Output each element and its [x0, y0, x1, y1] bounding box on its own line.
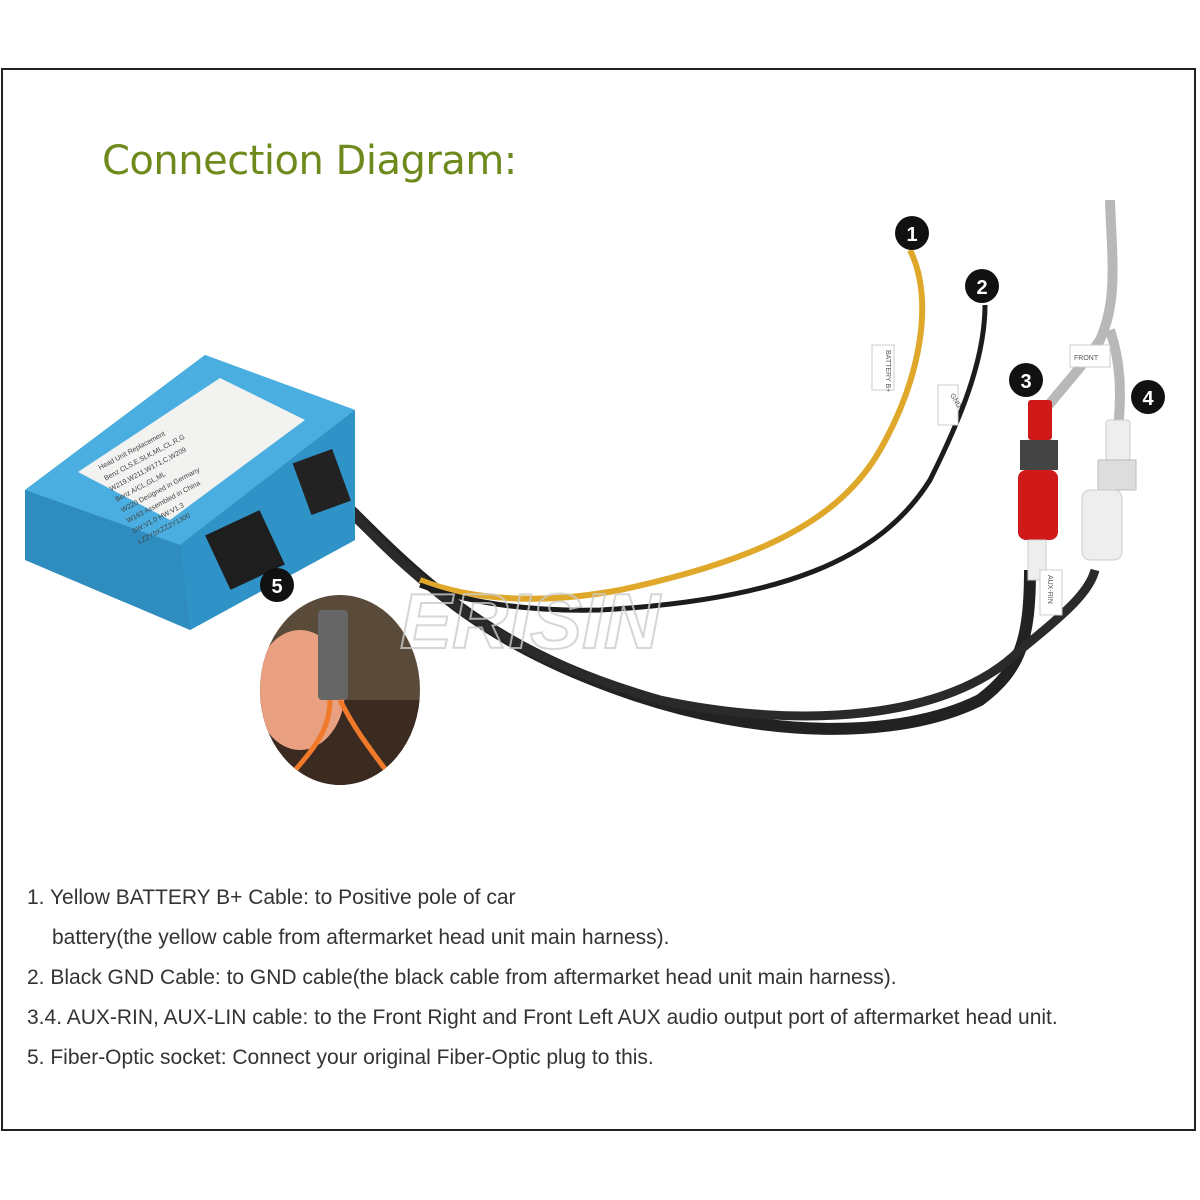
instruction-3-4: 3.4. AUX-RIN, AUX-LIN cable: to the Fron…: [27, 1006, 1058, 1029]
tag-gnd: GND: [937, 384, 962, 426]
fiber-optic-inset-photo: [260, 595, 420, 785]
svg-text:FRONT: FRONT: [1074, 355, 1099, 362]
marker-3: 3: [1009, 363, 1043, 397]
tag-front: FRONT: [1069, 344, 1111, 368]
svg-text:1: 1: [906, 224, 917, 246]
watermark: ERISIN: [400, 577, 662, 665]
rca-white-plug: [1081, 419, 1137, 561]
grey-cable: [1041, 199, 1125, 431]
svg-text:3: 3: [1020, 371, 1031, 393]
tag-battery: BATTERY B+: [871, 344, 895, 392]
instruction-1: 1. Yellow BATTERY B+ Cable: to Positive …: [27, 886, 516, 909]
svg-text:5: 5: [271, 576, 282, 598]
module-label-text: Head Unit Replacement Benz CLS,E,SLK,ML,…: [98, 431, 202, 546]
marker-2: 2: [965, 269, 999, 303]
svg-text:2: 2: [976, 277, 987, 299]
rca-red-plug: [1018, 400, 1058, 581]
svg-text:BATTERY B+: BATTERY B+: [884, 350, 891, 392]
yellow-cable: [418, 248, 926, 602]
instruction-5: 5. Fiber-Optic socket: Connect your orig…: [27, 1046, 654, 1069]
instruction-list: 1. Yellow BATTERY B+ Cable: to Positive …: [27, 878, 1058, 1078]
page-title: Connection Diagram:: [102, 138, 517, 184]
marker-5: 5: [260, 568, 294, 602]
marker-1: 1: [895, 216, 929, 250]
gnd-cable: [419, 304, 988, 613]
svg-text:AUX-RIN: AUX-RIN: [1046, 575, 1053, 604]
module-box: [25, 355, 355, 630]
instruction-2: 2. Black GND Cable: to GND cable(the bla…: [27, 966, 897, 989]
image-frame: [1, 68, 1196, 1131]
marker-4: 4: [1131, 380, 1165, 414]
tag-aux-rin: AUX-RIN: [1039, 569, 1063, 616]
svg-text:4: 4: [1142, 388, 1154, 410]
instruction-1-cont: battery(the yellow cable from aftermarke…: [52, 926, 670, 949]
black-harness-2: [346, 507, 1100, 721]
